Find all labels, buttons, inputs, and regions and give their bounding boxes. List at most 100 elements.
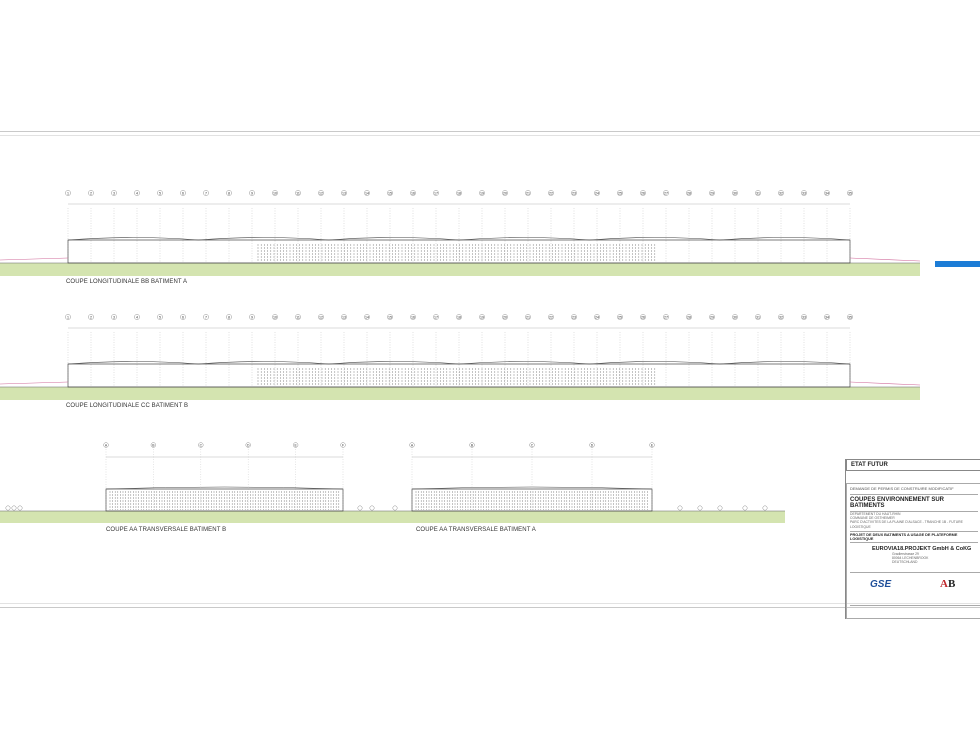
section-cc-axis-label-11: 11 <box>296 315 300 319</box>
section-bb-axis-label-26: 26 <box>641 191 645 195</box>
section-bb-axis-bubble-32 <box>778 190 784 196</box>
section-cc-axis-bubble-22 <box>548 314 554 320</box>
section-bb-axis-label-9: 9 <box>251 191 253 195</box>
section-aa-a-axis-label-A: A <box>411 443 414 447</box>
section-cc-axis-label-20: 20 <box>503 315 507 319</box>
section-bb-axis-label-1: 1 <box>67 191 69 195</box>
logos-row: GSE AB <box>850 572 980 606</box>
section-cc-axis-bubble-6 <box>180 314 186 320</box>
section-cc-axis-bubble-35 <box>847 314 853 320</box>
section-bb-terrain-edge <box>0 257 921 262</box>
section-bb-axis-label-21: 21 <box>526 191 530 195</box>
section-aa-a-axis-bubble-E <box>649 442 655 448</box>
section-cc-ground <box>0 387 920 400</box>
section-aa-b-axis-bubble-F <box>340 442 346 448</box>
sheet-title: COUPES ENVIRONNEMENT SUR BATIMENTS <box>850 494 978 512</box>
status-label: ETAT FUTUR <box>846 459 980 471</box>
section-cc-axis-bubble-4 <box>134 314 140 320</box>
section-cc-axis-label-26: 26 <box>641 315 645 319</box>
section-bb-axis-label-14: 14 <box>365 191 369 195</box>
section-bb-axis-bubble-13 <box>341 190 347 196</box>
location-line-1: DEPARTEMENT DU HAUT-RHIN <box>850 512 901 516</box>
section-aa-a-axis-label-B: B <box>471 443 474 447</box>
section-cc-axis-bubble-14 <box>364 314 370 320</box>
section-bb-roof <box>67 237 851 241</box>
architect-logo-a: A <box>940 578 948 590</box>
tree-symbol-8 <box>717 505 723 511</box>
section-cc-axis-bubble-12 <box>318 314 324 320</box>
tree-symbol-0 <box>5 505 11 511</box>
section-cc-axis-label-31: 31 <box>756 315 760 319</box>
tree-symbol-10 <box>762 505 768 511</box>
section-cc-axis-bubble-24 <box>594 314 600 320</box>
section-cc-axis-bubble-13 <box>341 314 347 320</box>
section-cc-axis-label-8: 8 <box>228 315 230 319</box>
section-aa-b-axis-label-F: F <box>342 443 344 447</box>
section-bb-axis-bubble-28 <box>686 190 692 196</box>
location-line-3: PARC D'ACTIVITES DE LA PLAINE D'ALSACE -… <box>850 520 963 529</box>
section-bb-axis-bubble-8 <box>226 190 232 196</box>
section-cc-axis-label-34: 34 <box>825 315 829 319</box>
section-bb-axis-bubble-22 <box>548 190 554 196</box>
section-bb-axis-label-31: 31 <box>756 191 760 195</box>
section-cc-axis-bubble-33 <box>801 314 807 320</box>
section-cc-axis-bubble-21 <box>525 314 531 320</box>
section-cc-terrain-edge <box>0 381 921 386</box>
section-cc-axis-label-1: 1 <box>67 315 69 319</box>
project-description: PROJET DE DEUX BATIMENTS A USAGE DE PLAT… <box>850 530 978 543</box>
request-type: DEMANDE DE PERMIS DE CONSTRUIRE MODIFICA… <box>850 486 954 491</box>
tree-symbol-9 <box>742 505 748 511</box>
section-cc-axis-label-4: 4 <box>136 315 138 319</box>
section-bb-axis-bubble-10 <box>272 190 278 196</box>
section-cc-axis-bubble-18 <box>456 314 462 320</box>
section-bb-axis-label-10: 10 <box>273 191 277 195</box>
section-aa-a-axis-bubble-B <box>469 442 475 448</box>
section-bb-axis-label-33: 33 <box>802 191 806 195</box>
section-bb-axis-label-34: 34 <box>825 191 829 195</box>
caption-section-aa-a: COUPE AA TRANSVERSALE BATIMENT A <box>416 527 536 533</box>
section-bb-axis-label-8: 8 <box>228 191 230 195</box>
section-bb-axis-label-7: 7 <box>205 191 207 195</box>
section-cc-axis-bubble-20 <box>502 314 508 320</box>
section-aa-b-axis-bubble-B <box>150 442 157 448</box>
section-cc-axis-label-2: 2 <box>90 315 92 319</box>
section-bb-axis-label-25: 25 <box>618 191 622 195</box>
section-cc-axis-label-22: 22 <box>549 315 553 319</box>
section-cc-axis-label-21: 21 <box>526 315 530 319</box>
section-bb-axis-label-18: 18 <box>457 191 461 195</box>
section-cc-axis-label-15: 15 <box>388 315 392 319</box>
client-line-3: DEUTSCHLAND <box>892 560 918 565</box>
section-bb-axis-label-13: 13 <box>342 191 346 195</box>
section-bb-axis-bubble-25 <box>617 190 623 196</box>
section-bb-axis-bubble-23 <box>571 190 577 196</box>
section-cc-axis-label-24: 24 <box>595 315 599 319</box>
section-cc-axis-bubble-2 <box>88 314 94 320</box>
section-cc-axis-bubble-29 <box>709 314 715 320</box>
section-bb-axis-bubble-9 <box>249 190 255 196</box>
title-block-body: DEMANDE DE PERMIS DE CONSTRUIRE MODIFICA… <box>846 483 980 619</box>
section-aa-a-axis-bubble-D <box>589 442 595 448</box>
tree-symbol-7 <box>697 505 703 511</box>
section-aa-a-axis-bubble-C <box>529 442 535 448</box>
section-cc-axis-label-9: 9 <box>251 315 253 319</box>
section-bb-axis-label-16: 16 <box>411 191 415 195</box>
section-bb-axis-bubble-5 <box>157 190 163 196</box>
section-aa-b-axis-label-A: A <box>105 443 108 447</box>
drawing-sheet-frame <box>0 131 980 608</box>
client-name: EUROVIA18.PROJEKT GmbH & CoKG <box>872 545 972 552</box>
section-aa-b-axis-label-E: E <box>294 443 297 447</box>
caption-section-cc: COUPE LONGITUDINALE CC BATIMENT B <box>66 403 189 409</box>
section-cc-roof <box>67 361 851 365</box>
section-cc-axis-label-6: 6 <box>182 315 184 319</box>
section-cc-axis-bubble-17 <box>433 314 439 320</box>
title-block: ETAT FUTUR DEMANDE DE PERMIS DE CONSTRUI… <box>845 459 980 619</box>
section-bb-axis-label-17: 17 <box>434 191 438 195</box>
section-bb-axis-label-15: 15 <box>388 191 392 195</box>
section-bb-axis-label-23: 23 <box>572 191 576 195</box>
section-aa-a-axis-label-C: C <box>531 443 534 447</box>
section-cc-axis-bubble-8 <box>226 314 232 320</box>
section-cc-axis-bubble-23 <box>571 314 577 320</box>
location-line-2: COMMUNE DE OSTHEIMER <box>850 516 895 521</box>
drawing-sheet-inner-frame <box>0 135 980 604</box>
